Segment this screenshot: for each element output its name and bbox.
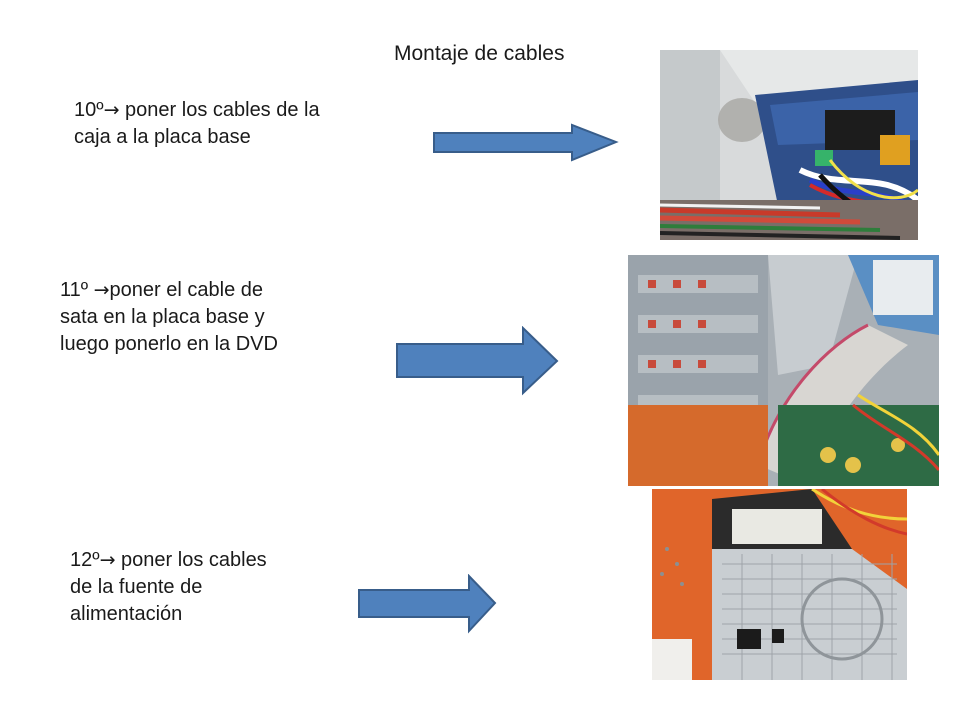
step-10-description: poner los cables de la caja a la placa b…: [74, 99, 320, 148]
step-11-description: poner el cable de sata en la placa base …: [60, 279, 278, 355]
step-11-number: 11º: [60, 279, 94, 301]
right-arrow-icon: →: [103, 99, 120, 121]
block-arrow-3: [358, 574, 497, 634]
sata-cable-case-photo: [628, 255, 939, 486]
step-11-text: 11º →poner el cable de sata en la placa …: [60, 277, 285, 358]
step-10-number: 10º: [74, 99, 104, 121]
right-arrow-icon: →: [99, 549, 116, 571]
step-12-text: 12º→ poner los cables de la fuente de al…: [70, 547, 270, 628]
step-12-number: 12º: [70, 549, 100, 571]
power-supply-photo: [652, 489, 907, 680]
step-12-description: poner los cables de la fuente de aliment…: [70, 549, 267, 625]
right-arrow-icon: →: [93, 279, 110, 301]
slide-title: Montaje de cables: [394, 42, 565, 65]
block-arrow-1: [433, 123, 619, 162]
block-arrow-2: [396, 326, 559, 396]
motherboard-cables-photo: [660, 50, 918, 240]
step-10-text: 10º→ poner los cables de la caja a la pl…: [74, 97, 359, 151]
